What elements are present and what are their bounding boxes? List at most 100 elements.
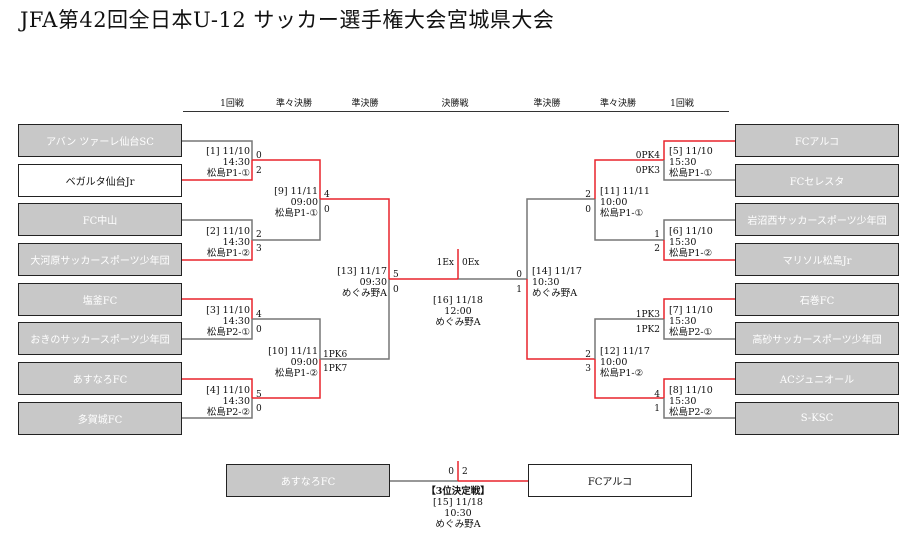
match-2-score-top: 2 (256, 230, 262, 240)
line-m8-bot (663, 398, 735, 419)
match-7-score-top: 1PK3 (635, 310, 660, 320)
match-4-no: [4] 11/10 (206, 385, 250, 396)
team-right-1: FCアルコ (735, 124, 899, 157)
match-3-info: [3] 11/10 14:30 松島P2-① (206, 305, 250, 338)
team-left-3: FC中山 (18, 203, 182, 236)
team-left-4: 大河原サッカースポーツ少年団 (18, 243, 182, 276)
line-m13-top (320, 198, 390, 279)
third-place-no: [15] 11/18 (433, 497, 483, 508)
match-5-time: 15:30 (669, 157, 697, 168)
header-round1-right: 1回戦 (670, 99, 694, 109)
line-m3-top (182, 298, 253, 319)
match-16-no: [16] 11/18 (433, 295, 483, 306)
third-place-time: 10:30 (444, 508, 472, 519)
match-7-no: [7] 11/10 (669, 305, 713, 316)
header-underline (183, 111, 729, 112)
match-10-score-top: 1PK6 (323, 350, 348, 360)
match-6-venue: 松島P1-② (669, 248, 713, 259)
line-m7-top (663, 298, 735, 319)
team-right-7: ACジュニオール (735, 362, 899, 395)
line-m5-bot (663, 160, 735, 181)
match-1-score-top: 0 (256, 151, 262, 161)
match-8-time: 15:30 (669, 396, 697, 407)
match-5-no: [5] 11/10 (669, 146, 713, 157)
line-m9-bot (252, 199, 321, 241)
match-2-no: [2] 11/10 (206, 226, 250, 237)
line-m7-bot (663, 319, 735, 340)
match-14-no: [14] 11/17 (532, 266, 582, 277)
match-8-score-top: 4 (654, 390, 660, 400)
third-place-label: 【3位決定戦】 (426, 486, 490, 497)
third-place-venue: めぐみ野A (435, 519, 481, 530)
header-semifinal-left: 準決勝 (351, 99, 379, 109)
match-14-venue: めぐみ野A (532, 288, 578, 299)
match-4-score-top: 5 (256, 390, 262, 400)
match-5-info: [5] 11/10 15:30 松島P1-① (669, 146, 713, 179)
match-3-score-bot: 0 (256, 325, 262, 335)
match-1-score-bot: 2 (256, 166, 262, 176)
team-right-3: 岩沼西サッカースポーツ少年団 (735, 203, 899, 236)
third-place-team-right: FCアルコ (528, 464, 692, 497)
match-11-info: [11] 11/11 10:00 松島P1-① (600, 186, 650, 219)
match-5-score-top: 0PK4 (635, 151, 660, 161)
header-semifinal-right: 準決勝 (533, 99, 561, 109)
match-12-venue: 松島P1-② (600, 368, 644, 379)
page-title: JFA第42回全日本U-12 サッカー選手権大会宮城県大会 (20, 8, 555, 32)
match-5-venue: 松島P1-① (669, 168, 713, 179)
match-6-no: [6] 11/10 (669, 226, 713, 237)
match-9-score-bot: 0 (324, 205, 330, 215)
line-m12-top (594, 318, 664, 359)
match-1-venue: 松島P1-① (206, 168, 250, 179)
match-14-time: 10:30 (532, 277, 560, 288)
match-6-info: [6] 11/10 15:30 松島P1-② (669, 226, 713, 259)
final-score-left: 1Ex (436, 258, 454, 268)
match-4-time: 14:30 (222, 396, 250, 407)
team-left-5: 塩釜FC (18, 283, 182, 316)
line-m2-bot (182, 240, 253, 261)
match-7-info: [7] 11/10 15:30 松島P2-① (669, 305, 713, 338)
team-right-8: S-KSC (735, 402, 899, 435)
line-m12-bot (594, 359, 664, 399)
line-m11-top (594, 159, 664, 199)
team-right-6: 高砂サッカースポーツ少年団 (735, 322, 899, 355)
match-4-info: [4] 11/10 14:30 松島P2-② (206, 385, 250, 418)
match-7-venue: 松島P2-① (669, 327, 713, 338)
header-quarterfinal-left: 準々決勝 (275, 99, 313, 109)
match-14-score-top: 0 (516, 270, 522, 280)
match-8-score-bot: 1 (654, 404, 660, 414)
match-8-venue: 松島P2-② (669, 407, 713, 418)
match-13-no: [13] 11/17 (337, 266, 387, 277)
match-10-time: 09:00 (290, 357, 318, 368)
header-round1-left: 1回戦 (220, 99, 244, 109)
team-left-1: アバン ツァーレ仙台SC (18, 124, 182, 157)
line-m13-bot (320, 279, 390, 360)
match-9-no: [9] 11/11 (274, 186, 318, 197)
third-place-score-right: 2 (462, 467, 468, 477)
match-13-score-bot: 0 (393, 285, 399, 295)
match-9-info: [9] 11/11 09:00 松島P1-① (274, 186, 318, 219)
team-left-6: おきのサッカースポーツ少年団 (18, 322, 182, 355)
line-m14-top (526, 198, 595, 279)
match-4-score-bot: 0 (256, 404, 262, 414)
team-left-7: あすなろFC (18, 362, 182, 395)
match-8-no: [8] 11/10 (669, 385, 713, 396)
match-7-time: 15:30 (669, 316, 697, 327)
match-13-info: [13] 11/17 09:30 めぐみ野A (337, 266, 387, 299)
match-2-score-bot: 3 (256, 244, 262, 254)
match-2-time: 14:30 (222, 237, 250, 248)
match-3-no: [3] 11/10 (206, 305, 250, 316)
match-10-info: [10] 11/11 09:00 松島P1-② (268, 346, 318, 379)
line-m6-bot (663, 240, 735, 261)
match-11-time: 10:00 (600, 197, 628, 208)
line-m9-top (252, 159, 321, 199)
match-12-info: [12] 11/17 10:00 松島P1-② (600, 346, 650, 379)
third-place-info: 【3位決定戦】 [15] 11/18 10:30 めぐみ野A (426, 486, 490, 530)
match-12-score-top: 2 (585, 350, 591, 360)
final-score-right: 0Ex (462, 258, 480, 268)
match-1-info: [1] 11/10 14:30 松島P1-① (206, 146, 250, 179)
match-16-info: [16] 11/18 12:00 めぐみ野A (433, 295, 483, 328)
match-2-info: [2] 11/10 14:30 松島P1-② (206, 226, 250, 259)
match-1-no: [1] 11/10 (206, 146, 250, 157)
match-13-score-top: 5 (393, 270, 399, 280)
